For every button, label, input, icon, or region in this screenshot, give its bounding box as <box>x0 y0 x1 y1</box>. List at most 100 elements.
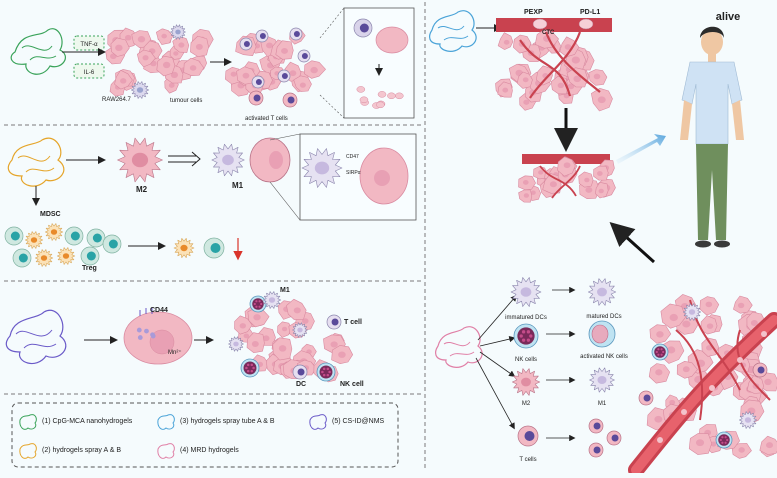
cell-nucleus <box>70 231 80 241</box>
cell-nucleus <box>301 318 309 324</box>
tumour-label: tumour cells <box>170 98 202 104</box>
cd47-label: CD47 <box>346 154 359 160</box>
cell-nucleus <box>180 244 188 252</box>
cell-nucleus <box>593 73 601 80</box>
mrd-pink-hydrogel-icon <box>435 326 483 368</box>
neck <box>708 54 716 62</box>
cell-nucleus <box>331 318 339 326</box>
granule <box>526 330 531 334</box>
cell-nucleus <box>524 431 535 441</box>
tumour-cell-cluster-2 <box>225 27 326 108</box>
zoom-line-2b <box>269 181 301 221</box>
m2-right-label: M2 <box>522 401 531 407</box>
cell-nucleus <box>766 442 774 449</box>
p3-m1-label: M1 <box>280 287 290 294</box>
cell-nucleus <box>142 55 149 61</box>
cell-nucleus <box>706 345 713 351</box>
healthy-patient-figure <box>680 26 744 248</box>
nk-granules <box>319 365 333 379</box>
legend-icon-1 <box>19 414 37 430</box>
granule <box>721 441 724 444</box>
tumour-with-vessel <box>628 294 777 478</box>
arrow-to-dc <box>477 294 518 341</box>
hair <box>700 26 724 38</box>
cell-nucleus <box>293 31 300 37</box>
mn-label: Mn²⁺ <box>168 349 182 356</box>
left-arm <box>680 100 692 140</box>
granule <box>521 330 526 334</box>
granule <box>724 441 727 444</box>
cell-nucleus <box>243 41 250 47</box>
apoptotic-fragment <box>377 91 387 98</box>
granule <box>719 438 722 442</box>
cell-nucleus <box>688 309 696 315</box>
cell-nucleus <box>503 39 510 45</box>
cell-nucleus <box>359 23 369 33</box>
reduced-suppressor-cells <box>173 237 225 259</box>
cd44-tumour-cell <box>123 308 193 365</box>
m2-macrophage <box>117 137 163 183</box>
cell-nucleus <box>655 369 663 376</box>
granule <box>258 305 261 308</box>
granule <box>521 338 526 342</box>
cell-nucleus <box>281 326 288 332</box>
cell-nucleus <box>338 351 346 358</box>
activated-nk-label: activated NK cells <box>580 354 628 360</box>
cell-nucleus <box>10 231 20 241</box>
cell-nucleus <box>266 42 273 49</box>
cell-nucleus <box>538 170 544 175</box>
cell-nucleus <box>567 83 575 90</box>
apoptotic-fragment <box>376 101 385 109</box>
cell-nucleus <box>222 154 234 166</box>
cell-nucleus <box>92 233 102 243</box>
right-shoe <box>714 240 730 248</box>
nk-granules <box>517 327 535 345</box>
tumour-vasculature <box>519 31 601 99</box>
cell-nucleus <box>737 302 745 309</box>
right-column: PEXP PD-L1 CTC alive immatured DCs matur… <box>429 9 777 478</box>
cell-nucleus <box>301 53 308 59</box>
granule <box>252 366 255 370</box>
nk-granules <box>243 361 257 375</box>
granule <box>253 302 256 306</box>
panel-2: M2 M1 CD47 SIRPα MDSC Treg <box>4 133 417 272</box>
red-blood-cell <box>761 331 767 337</box>
granule <box>519 334 523 338</box>
p3-dc-label: DC <box>296 381 306 388</box>
legend-icon-3 <box>157 414 175 430</box>
granule <box>328 370 331 374</box>
cell-nucleus <box>242 72 250 79</box>
m1-right-label: M1 <box>598 401 607 407</box>
pants <box>696 144 728 240</box>
arrow-blue-to-patient <box>616 134 666 164</box>
granule <box>655 350 658 354</box>
cell-nucleus <box>62 253 70 259</box>
cell-nucleus <box>173 51 179 56</box>
cell-nucleus <box>571 56 580 64</box>
red-blood-cell <box>657 437 663 443</box>
cell-nucleus <box>521 377 531 387</box>
sirpa-label: SIRPα <box>346 170 361 176</box>
cell-nucleus <box>293 307 301 314</box>
mdsc-treg-cluster <box>4 223 122 268</box>
m1-label: M1 <box>232 181 244 190</box>
legend-item-3: (3) hydrogels spray tube A & B <box>180 418 275 425</box>
pdl1-label: PD-L1 <box>580 9 600 16</box>
cell-nucleus <box>40 255 48 261</box>
granule <box>726 438 729 442</box>
cell-nucleus <box>137 36 146 43</box>
shirt <box>681 61 743 145</box>
m1-macrophage <box>211 143 245 177</box>
legend-item-5: (5) CS-ID@NMS <box>332 418 385 425</box>
cell-nucleus <box>557 82 565 89</box>
apoptotic-fragment <box>356 86 366 93</box>
cell-nucleus <box>233 341 239 347</box>
granule <box>322 367 326 371</box>
tnf-label: TNF-α <box>80 42 98 48</box>
panel-1: TNF-α IL-6 RAW264.7 tumour cells activat… <box>10 7 415 122</box>
red-blood-cell <box>681 409 687 415</box>
cell-nucleus <box>757 366 765 374</box>
granule <box>660 353 663 356</box>
nk-granules <box>718 434 730 446</box>
